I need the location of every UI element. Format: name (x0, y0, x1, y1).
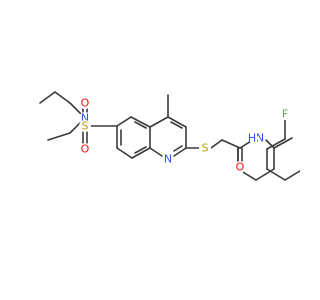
bond-p5 (149, 147, 163, 157)
atom-o-sulfonyl-top: O (81, 97, 90, 110)
bond-q2 (130, 116, 151, 128)
bond-q-inner3 (134, 146, 147, 154)
atom-n-sulfonamide: N (81, 112, 89, 125)
atom-n-amide: N (256, 132, 264, 145)
bond-p1 (149, 116, 169, 128)
atom-h-amide: H (248, 132, 256, 145)
bond-ethyl1-c1 (39, 91, 56, 104)
structure-svg: N S O O N S O N H F (39, 91, 300, 181)
ring-b5 (284, 170, 300, 181)
bond-q-inner1 (134, 121, 147, 129)
atom-s-thioether: S (202, 142, 209, 155)
bond-s-ch2 (210, 139, 223, 149)
ring-b4 (266, 168, 286, 181)
bond-q5 (116, 147, 133, 159)
bond-ph2 (255, 168, 275, 181)
bond-p2 (167, 116, 187, 128)
bond-p4 (173, 147, 187, 157)
bond-p-inner1 (170, 121, 183, 129)
bond-ethyl1-c2 (54, 91, 71, 104)
atom-o-carbonyl: O (236, 161, 245, 174)
fluorophenyl-ring (266, 119, 300, 181)
atom-s-sulfonyl: S (82, 120, 89, 133)
atom-labels: N S O O N S O N H F (79, 97, 291, 174)
bond-p-inner2 (173, 145, 183, 152)
bond-ch2-co (221, 139, 241, 149)
atom-fluorine: F (282, 108, 288, 121)
atom-o-sulfonyl-bottom: O (81, 143, 90, 156)
bond-q4 (131, 147, 151, 159)
molecule-diagram: N S O O N S O N H F (39, 91, 300, 181)
bond-ph5 (273, 137, 293, 149)
bond-q1 (116, 116, 132, 127)
atom-n-quinoline: N (164, 153, 172, 166)
bond-ethyl2-c (47, 132, 71, 141)
ring-b1 (266, 138, 286, 150)
